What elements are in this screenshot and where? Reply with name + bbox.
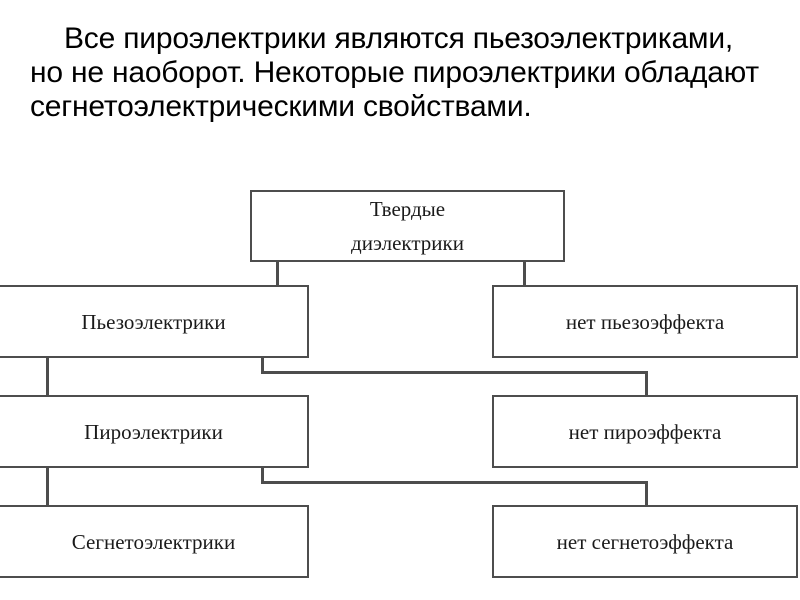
diagram-node-no-piezo-effect: нет пьезоэффекта [492,285,798,358]
slide-heading-text: Все пироэлектрики являются пьезоэлектрик… [30,22,759,123]
connector-root-to-piezo [276,260,279,287]
diagram-node-ferroelectrics: Сегнетоэлектрики [0,505,309,578]
connector-pyro-to-no-ferro-down [645,481,648,507]
diagram-node-label: нет пьезоэффекта [565,309,725,334]
diagram-node-label: Твердые диэлектрики [351,197,464,255]
diagram-node-label: Сегнетоэлектрики [71,529,236,554]
diagram-node-pyroelectrics: Пироэлектрики [0,395,309,468]
connector-piezo-to-no-pyro-horizontal [261,371,648,374]
connector-pyro-to-no-ferro-drop [261,466,264,484]
diagram-node-no-pyro-effect: нет пироэффекта [492,395,798,468]
connector-pyro-to-ferro [46,466,49,507]
diagram-node-label: Пироэлектрики [84,419,223,444]
connector-piezo-to-pyro [46,356,49,397]
diagram-node-solid-dielectrics: Твердые диэлектрики [250,190,565,262]
connector-piezo-to-no-pyro-drop [261,356,264,374]
connector-piezo-to-no-pyro-down [645,371,648,397]
diagram-node-label: нет сегнетоэффекта [556,529,734,554]
connector-pyro-to-no-ferro-horizontal [261,481,648,484]
diagram-node-no-ferro-effect: нет сегнетоэффекта [492,505,798,578]
diagram-node-piezoelectrics: Пьезоэлектрики [0,285,309,358]
connector-root-to-no-piezo [523,260,526,287]
diagram-node-label: нет пироэффекта [568,419,722,444]
diagram-node-label: Пьезоэлектрики [81,309,226,334]
